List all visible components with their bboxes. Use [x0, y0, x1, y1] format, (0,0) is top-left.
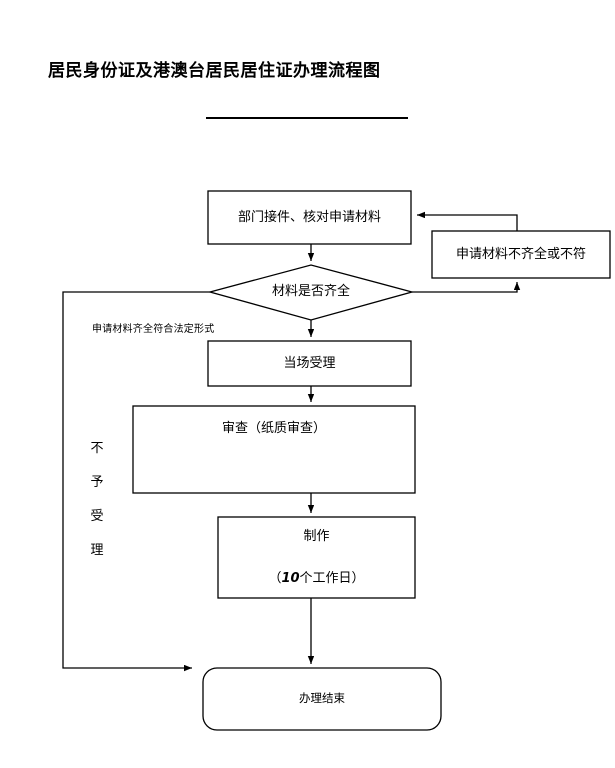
reject-char-3: 受 [90, 509, 104, 524]
reject-char-1: 不 [90, 441, 104, 456]
node-review-paper[interactable] [132, 405, 416, 494]
edge-decision-to-incomplete [412, 282, 521, 293]
edge-label-yes-branch: 申请材料齐全符合法定形式 [92, 324, 215, 335]
node-decision-materials-complete[interactable] [207, 264, 415, 321]
node-receive-application[interactable] [207, 190, 412, 245]
reject-char-2: 予 [90, 475, 104, 490]
edge-decision-reject-to-end [62, 291, 210, 672]
node-process-end[interactable] [202, 667, 442, 731]
edge-incomplete-to-receive [417, 211, 518, 231]
node-produce-card[interactable] [217, 516, 416, 599]
node-incomplete-materials[interactable] [431, 230, 611, 279]
node-accept-on-site[interactable] [207, 340, 412, 387]
edge-label-reject-branch: 不 予 受 理 [87, 442, 107, 578]
reject-char-4: 理 [90, 543, 104, 558]
page-title: 居民身份证及港澳台居民居住证办理流程图 [48, 61, 381, 81]
